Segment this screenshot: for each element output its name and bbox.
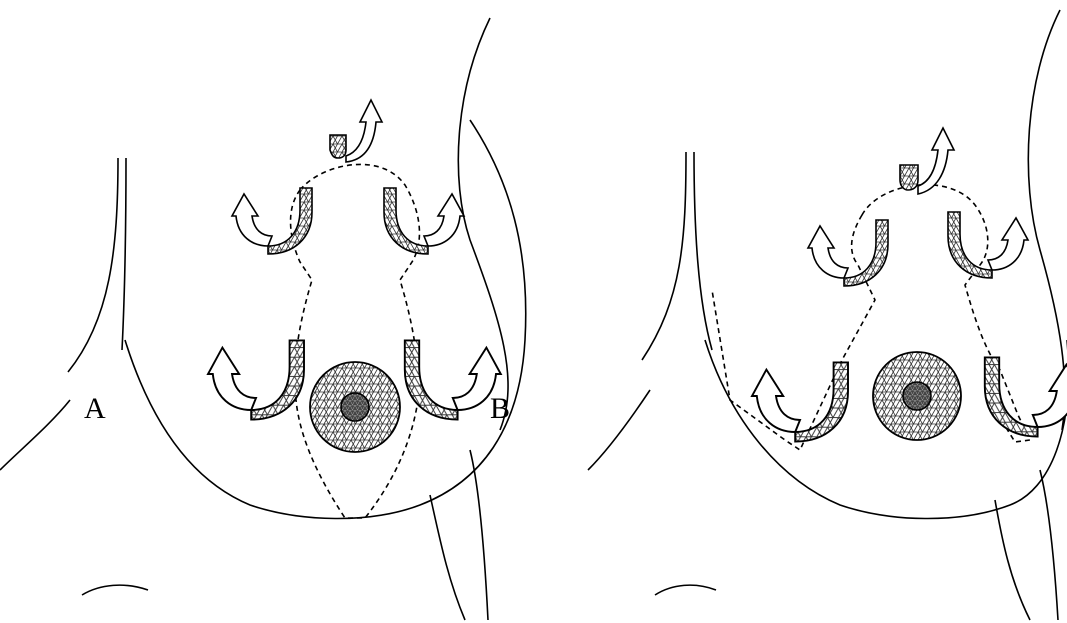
lower-right-flap: [405, 340, 501, 419]
top-flap: [330, 100, 382, 162]
contralateral-breast-outline: [588, 390, 650, 470]
arm-outline-outer: [430, 495, 465, 620]
curved-arrow-icon: [384, 188, 464, 254]
sternum-line-right: [122, 158, 126, 350]
upper-left-flap: [232, 188, 312, 254]
arm-outline-inner: [1040, 470, 1058, 620]
breast-outline: [125, 120, 526, 519]
sternum-line-left: [642, 152, 686, 360]
lower-right-flap: [985, 357, 1067, 436]
right-figure: [588, 10, 1067, 620]
up-arrow-icon: [918, 128, 954, 194]
label-b: B: [490, 392, 510, 425]
left-figure: A B: [0, 18, 526, 620]
abdomen-curve: [655, 585, 716, 595]
top-flap: [900, 128, 954, 194]
contralateral-breast-outline: [0, 400, 70, 470]
arm-outline-outer: [995, 500, 1030, 620]
curved-arrow-icon: [405, 340, 501, 419]
up-arrow-icon: [346, 100, 382, 162]
arm-outline-inner: [470, 450, 488, 620]
curved-arrow-icon: [985, 357, 1067, 436]
label-a: A: [84, 392, 106, 425]
nipple: [341, 393, 369, 421]
upper-left-flap: [808, 220, 888, 286]
curved-arrow-icon: [232, 188, 312, 254]
sternum-line-right: [694, 152, 712, 350]
lower-left-flap: [752, 362, 848, 441]
curved-arrow-icon: [752, 362, 848, 441]
curved-arrow-icon: [208, 340, 304, 419]
sternum-line-left: [68, 158, 118, 372]
curved-arrow-icon: [808, 220, 888, 286]
abdomen-curve: [82, 585, 148, 595]
upper-right-flap: [384, 188, 464, 254]
lower-left-flap: [208, 340, 304, 419]
nipple: [903, 382, 931, 410]
torso-side-outline: [1028, 10, 1064, 430]
